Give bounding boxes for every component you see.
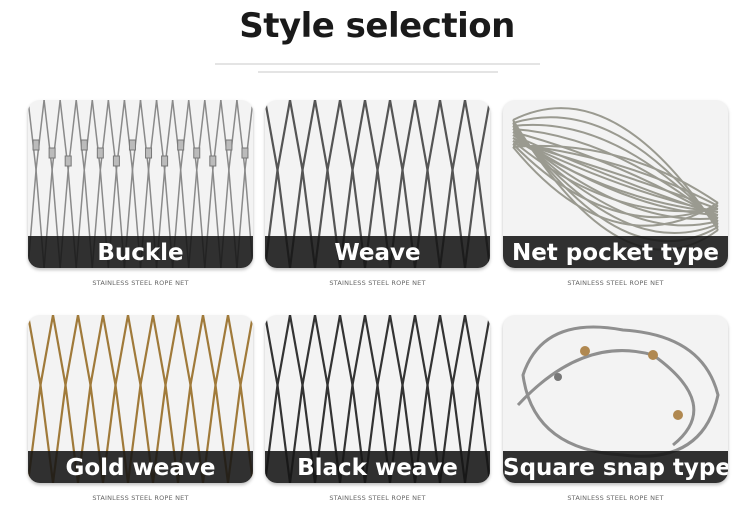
product-card: Gold weave — [28, 315, 253, 483]
style-label: Weave — [265, 236, 490, 268]
product-caption: STAINLESS STEEL ROPE NET — [329, 279, 426, 287]
subtitle-line — [215, 63, 540, 65]
subtitle-line — [258, 71, 498, 73]
rope-net-image — [28, 100, 253, 268]
rope-net-image — [28, 315, 253, 483]
style-label: Square snap type — [503, 451, 728, 483]
product-card: Weave — [265, 100, 490, 268]
product-caption: STAINLESS STEEL ROPE NET — [329, 494, 426, 502]
product-caption: STAINLESS STEEL ROPE NET — [567, 279, 664, 287]
rope-net-image — [265, 100, 490, 268]
style-label: Black weave — [265, 451, 490, 483]
page-title: Style selection — [239, 6, 515, 46]
product-card: Black weave — [265, 315, 490, 483]
style-label: Buckle — [28, 236, 253, 268]
product-caption: STAINLESS STEEL ROPE NET — [92, 279, 189, 287]
rope-net-image — [516, 325, 720, 458]
style-label: Net pocket type — [503, 236, 728, 268]
product-card: Net pocket type — [503, 100, 728, 268]
product-card: Buckle — [28, 100, 253, 268]
product-card: Square snap type — [503, 315, 728, 483]
style-label: Gold weave — [28, 451, 253, 483]
product-caption: STAINLESS STEEL ROPE NET — [92, 494, 189, 502]
product-caption: STAINLESS STEEL ROPE NET — [567, 494, 664, 502]
rope-net-image — [265, 315, 490, 483]
